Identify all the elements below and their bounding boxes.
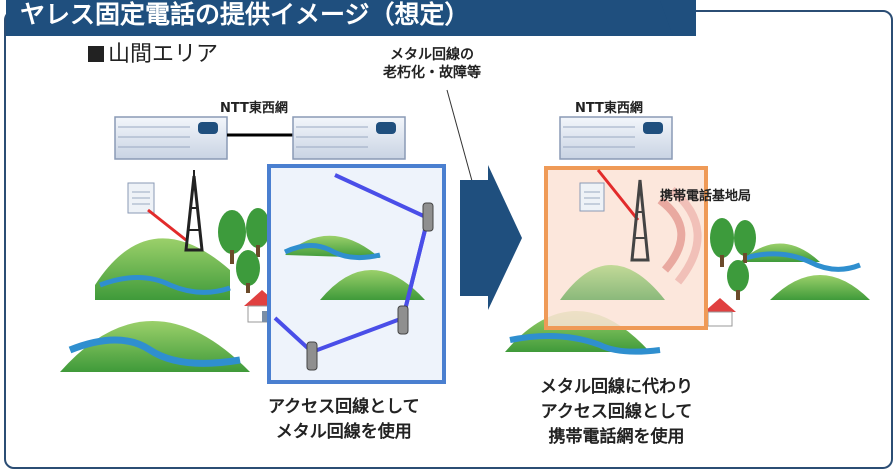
server-icon	[559, 116, 673, 160]
hill	[60, 321, 250, 372]
caption-right-line-1: メタル回線に代わり	[540, 377, 693, 397]
river	[99, 275, 231, 295]
transition-arrow	[460, 165, 522, 310]
diagram-title: ヤレス固定電話の提供イメージ（想定）	[6, 0, 696, 36]
tree-icon	[734, 220, 756, 263]
radio-tower-icon	[184, 170, 204, 252]
hill	[285, 235, 380, 258]
hill	[95, 238, 230, 300]
terminal-device-icon	[579, 182, 605, 212]
ntt-network-label-left: NTT東西網	[220, 101, 288, 116]
utility-pole-icon	[397, 305, 409, 335]
radio-wave-icon	[669, 186, 702, 285]
utility-pole-icon	[306, 341, 318, 371]
red-link	[596, 169, 640, 221]
hill	[560, 265, 665, 300]
caption-right: メタル回線に代わり アクセス回線として 携帯電話網を使用	[540, 375, 693, 450]
radio-wave-icon	[657, 196, 686, 273]
tree-icon	[218, 210, 246, 264]
square-bullet-icon	[88, 46, 104, 62]
ntt-network-label-right: NTT東西網	[575, 101, 643, 116]
server-icon	[292, 116, 406, 160]
metal-line	[401, 217, 430, 319]
metal-aging-label: メタル回線の 老朽化・故障等	[383, 46, 481, 82]
mobile-base-station-label: 携帯電話基地局	[660, 189, 752, 204]
house-icon	[704, 298, 736, 327]
caption-left-line-2: メタル回線を使用	[275, 422, 412, 442]
server-icon	[114, 116, 228, 160]
tree-icon	[236, 250, 260, 293]
hill	[320, 270, 425, 300]
caption-left: アクセス回線として メタル回線を使用	[268, 395, 420, 445]
river	[68, 336, 241, 367]
hill	[770, 275, 870, 300]
tree-icon	[710, 218, 734, 267]
river	[509, 333, 661, 355]
red-link	[147, 208, 187, 242]
aging-line-2: 老朽化・故障等	[383, 65, 481, 81]
tree-icon	[727, 260, 749, 300]
radio-tower-icon	[630, 179, 650, 262]
caption-right-line-3: 携帯電話網を使用	[548, 427, 685, 447]
utility-pole-icon	[422, 202, 434, 232]
area-label: 山間エリア	[88, 36, 218, 68]
terminal-device-icon	[127, 182, 155, 214]
caption-right-line-2: アクセス回線として	[540, 402, 693, 422]
aging-line-1: メタル回線の	[390, 47, 474, 63]
left-scene	[60, 89, 481, 384]
area-label-text: 山間エリア	[108, 42, 219, 67]
hill	[505, 311, 650, 352]
river	[283, 243, 381, 261]
tree-icon	[246, 208, 270, 257]
river	[744, 251, 861, 272]
right-scene	[505, 116, 870, 355]
caption-left-line-1: アクセス回線として	[268, 397, 420, 417]
